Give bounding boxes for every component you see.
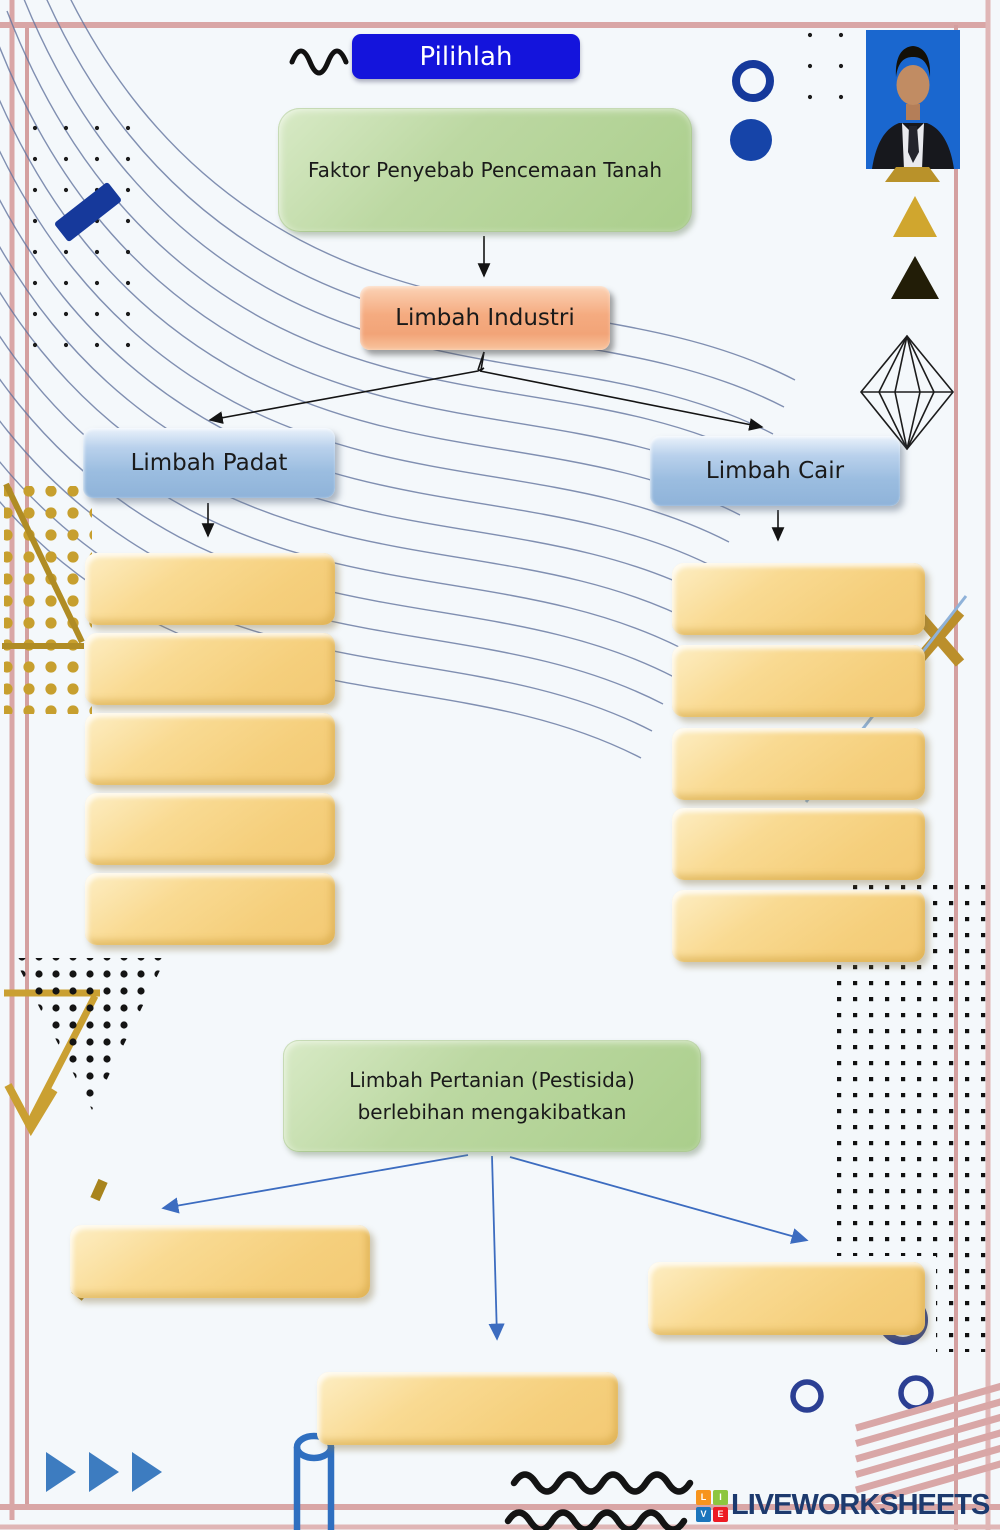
- pesticide-heading-box: Limbah Pertanian (Pestisida) berlebihan …: [283, 1040, 701, 1152]
- liveworksheets-logo-text: LIVEWORKSHEETS: [731, 1489, 990, 1521]
- logo-square-i: I: [713, 1489, 728, 1505]
- root-box-label: Faktor Penyebab Pencemaan Tanah: [307, 158, 663, 182]
- blue-cylinder: [293, 1432, 335, 1530]
- answer-slot-liquid-2[interactable]: [672, 645, 925, 717]
- solid-waste-label: Limbah Padat: [130, 450, 288, 476]
- gold-triangle: [893, 196, 937, 237]
- answer-slot-solid-4[interactable]: [85, 793, 335, 865]
- ring-bottom-1: [790, 1379, 824, 1413]
- disc-decoration-top: [730, 119, 772, 161]
- squiggle-top: [289, 48, 349, 76]
- page-title: Pilihlah: [419, 41, 513, 72]
- liveworksheets-logo: L I V E LIVEWORKSHEETS: [696, 1489, 990, 1522]
- dotted-triangle-decoration: [14, 958, 166, 1110]
- blue-triangles: [46, 1452, 162, 1492]
- gold-dots-grid: [4, 486, 92, 714]
- answer-slot-pesticide-2[interactable]: [317, 1372, 618, 1445]
- pesticide-connectors: [161, 1154, 809, 1341]
- liquid-waste-box: Limbah Cair: [650, 436, 900, 506]
- root-box: Faktor Penyebab Pencemaan Tanah: [278, 108, 692, 232]
- pesticide-heading-line2: berlebihan mengakibatkan: [357, 1100, 627, 1124]
- answer-slot-solid-3[interactable]: [85, 713, 335, 785]
- dark-triangle: [891, 256, 939, 299]
- student-photo: [866, 30, 960, 169]
- pink-stripes: [855, 1382, 1000, 1509]
- answer-slot-pesticide-3[interactable]: [648, 1262, 925, 1335]
- logo-square-e: E: [713, 1506, 728, 1522]
- gold-trapezoid: [885, 167, 940, 182]
- title-banner: Pilihlah: [352, 34, 580, 79]
- answer-slot-liquid-5[interactable]: [672, 890, 925, 962]
- industry-box-label: Limbah Industri: [395, 305, 575, 331]
- liveworksheets-logo-icon: L I V E: [696, 1489, 728, 1522]
- ring-decoration-top: [732, 60, 774, 102]
- flowchart-connectors: [201, 236, 785, 542]
- answer-slot-liquid-4[interactable]: [672, 808, 925, 880]
- ring-bottom-2: [898, 1375, 934, 1411]
- wave-lines-decoration: [0, 0, 796, 759]
- dots-grid-top-right: [802, 32, 866, 110]
- blue-bar-decoration: [55, 182, 121, 242]
- diamond-wireframe: [859, 334, 955, 451]
- answer-slot-liquid-1[interactable]: [672, 563, 925, 635]
- liquid-waste-label: Limbah Cair: [705, 458, 845, 484]
- pesticide-heading-line1: Limbah Pertanian (Pestisida): [349, 1068, 635, 1092]
- squiggles-bottom: [504, 1471, 694, 1530]
- answer-slot-solid-2[interactable]: [85, 633, 335, 705]
- logo-square-v: V: [696, 1506, 711, 1522]
- logo-square-l: L: [696, 1489, 711, 1505]
- answer-slot-pesticide-1[interactable]: [70, 1225, 370, 1298]
- gold-lines-left: [2, 482, 85, 649]
- answer-slot-solid-1[interactable]: [85, 553, 335, 625]
- solid-waste-box: Limbah Padat: [83, 428, 335, 498]
- answer-slot-solid-5[interactable]: [85, 873, 335, 945]
- answer-slot-liquid-3[interactable]: [672, 728, 925, 800]
- industry-box: Limbah Industri: [360, 286, 610, 350]
